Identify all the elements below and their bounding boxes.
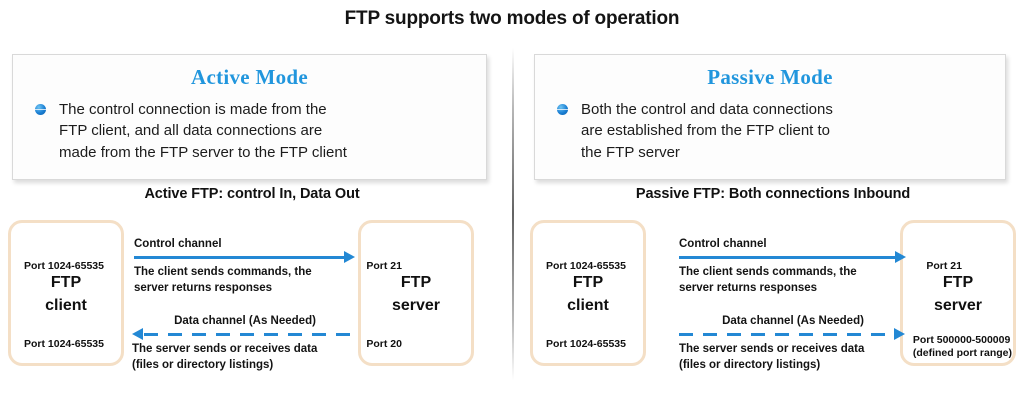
active-diagram-title: Active FTP: control In, Data Out (144, 186, 360, 202)
client-port-top: Port 1024-65535 (24, 260, 104, 272)
active-mode-card: Active Mode The control connection is ma… (12, 54, 487, 180)
desc-line: server returns responses (679, 281, 818, 294)
arrow-head-right-icon (894, 328, 905, 340)
ftp-client-label: FTP client (11, 271, 121, 317)
arrow-head-right-icon (344, 251, 355, 263)
bullet-line: The control connection is made from the (59, 101, 327, 118)
page-title: FTP supports two modes of operation (344, 8, 680, 29)
host-name-line: client (45, 297, 87, 315)
control-channel-group: Control channel The client sends command… (679, 238, 907, 296)
active-mode-bullet: The control connection is made from the … (35, 99, 472, 163)
bullet-line: are established from the FTP client to (581, 122, 831, 140)
arrow-head-left-icon (132, 328, 143, 340)
passive-mode-bullet-text: Both the control and data connections ar… (581, 99, 833, 163)
ftp-client-label: FTP client (533, 271, 643, 317)
arrow-line (679, 256, 896, 259)
globe-bullet-icon (35, 104, 46, 115)
passive-mode-card: Passive Mode Both the control and data c… (534, 54, 1006, 180)
desc-line: The client sends commands, the (134, 266, 312, 278)
globe-bullet-icon (557, 104, 568, 115)
server-port-range: Port 500000-500009 (912, 334, 1011, 346)
passive-ftp-diagram: Passive FTP: Both connections Inbound FT… (524, 186, 1022, 390)
data-channel-arrow-right-icon (679, 328, 907, 340)
data-channel-group: Data channel (As Needed) The server send… (679, 315, 907, 373)
data-channel-desc: The server sends or receives data (files… (132, 342, 358, 373)
client-port-bottom: Port 1024-65535 (24, 338, 104, 350)
host-name-line: FTP (50, 274, 82, 291)
server-port-top: Port 21 (926, 260, 962, 272)
control-channel-label: Control channel (679, 238, 767, 250)
host-name-line: FTP (400, 274, 432, 291)
active-mode-bullet-text: The control connection is made from the … (59, 99, 347, 163)
data-channel-desc: The server sends or receives data (files… (679, 342, 907, 373)
ftp-server-box: FTP server (358, 220, 474, 366)
desc-line: The server sends or receives data (132, 343, 318, 355)
bullet-line: made from the FTP server to the FTP clie… (59, 143, 347, 161)
desc-line: (files or directory listings) (132, 358, 274, 371)
active-mode-title: Active Mode (190, 65, 308, 89)
panel-divider (512, 48, 514, 380)
passive-diagram-body: FTP client Port 1024-65535 Port 1024-655… (524, 210, 1022, 390)
control-channel-label: Control channel (134, 238, 222, 250)
data-channel-arrow-left-icon (132, 328, 358, 340)
host-name-line: FTP (942, 274, 974, 291)
control-channel-arrow-right-icon (679, 251, 907, 263)
host-name-line: client (567, 297, 609, 315)
desc-line: (files or directory listings) (679, 358, 821, 371)
arrow-line-dashed (144, 333, 358, 336)
ftp-client-box: FTP client (530, 220, 646, 366)
host-name-line: FTP (572, 274, 604, 291)
ftp-server-label: FTP server (361, 271, 471, 317)
control-channel-arrow-right-icon (134, 251, 356, 263)
bullet-line: Both the control and data connections (581, 101, 833, 118)
passive-mode-bullet: Both the control and data connections ar… (557, 99, 991, 163)
server-port-bottom: Port 500000-500009 (defined port range) (913, 334, 1012, 360)
ftp-server-box: FTP server (900, 220, 1016, 366)
server-port-bottom: Port 20 (366, 338, 402, 350)
data-channel-label: Data channel (As Needed) (722, 315, 864, 327)
arrow-head-right-icon (895, 251, 906, 263)
desc-line: server returns responses (134, 281, 273, 294)
control-channel-group: Control channel The client sends command… (134, 238, 356, 296)
control-channel-desc: The client sends commands, the server re… (679, 265, 907, 296)
bullet-line: the FTP server (581, 143, 680, 161)
passive-mode-title: Passive Mode (707, 65, 833, 89)
data-channel-group: Data channel (As Needed) The server send… (132, 315, 358, 373)
desc-line: The server sends or receives data (679, 343, 865, 355)
desc-line: The client sends commands, the (679, 266, 857, 278)
control-channel-desc: The client sends commands, the server re… (134, 265, 356, 296)
arrow-line (134, 256, 345, 259)
passive-diagram-title: Passive FTP: Both connections Inbound (635, 186, 911, 202)
server-port-top: Port 21 (366, 260, 402, 272)
host-name-line: server (391, 297, 441, 315)
ftp-client-box: FTP client (8, 220, 124, 366)
active-ftp-diagram: Active FTP: control In, Data Out FTP cli… (2, 186, 502, 390)
host-name-line: server (933, 297, 983, 315)
data-channel-label: Data channel (As Needed) (174, 315, 316, 327)
server-port-range-note: (defined port range) (912, 347, 1012, 360)
client-port-top: Port 1024-65535 (546, 260, 626, 272)
ftp-server-label: FTP server (903, 271, 1013, 317)
client-port-bottom: Port 1024-65535 (546, 338, 626, 350)
arrow-line-dashed (679, 333, 893, 336)
active-diagram-body: FTP client Port 1024-65535 Port 1024-655… (2, 210, 502, 390)
bullet-line: FTP client, and all data connections are (59, 122, 323, 140)
